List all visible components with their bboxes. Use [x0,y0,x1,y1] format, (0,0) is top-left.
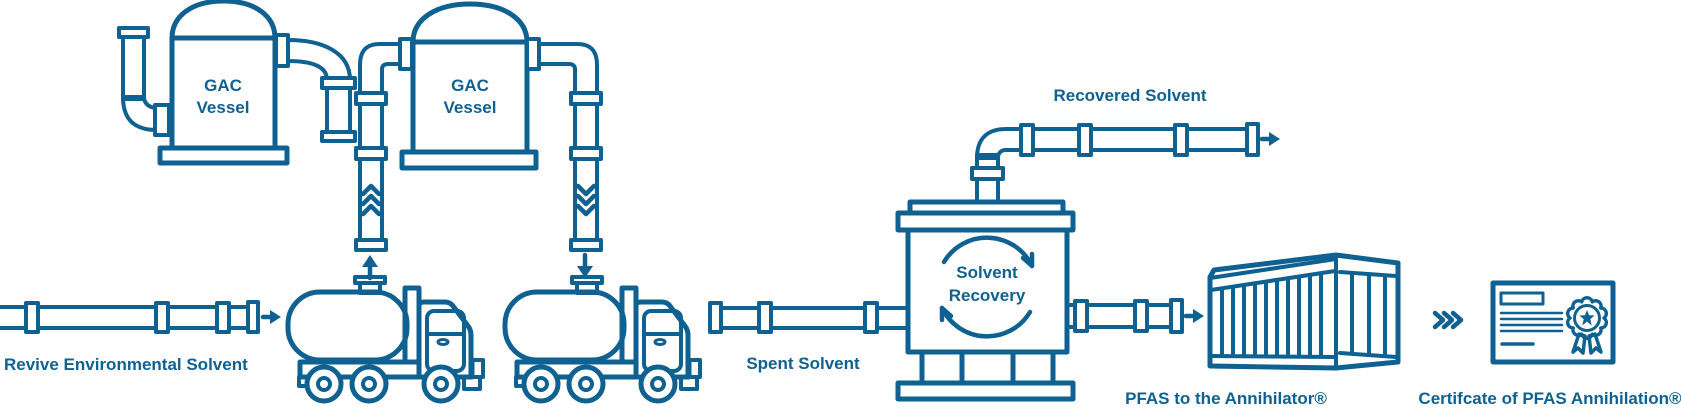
spent-solvent-pipe-icon [708,301,910,334]
vessel-2-right-pipe [525,37,603,252]
container-corrugations [1220,273,1387,357]
recovery-leg [1010,349,1056,386]
vessel-dome [410,1,530,45]
up-arrow-icon [362,255,378,281]
recovery-outlet-pipe [1065,298,1184,334]
pipe-flange [153,103,171,137]
pipe-flange [525,37,541,71]
gac-vessel-1-label-line2: Vessel [197,98,250,117]
recycle-arrow-head [1020,251,1035,269]
certificate-frame [1490,280,1616,365]
tanker-truck-2-icon [505,277,700,401]
down-chevrons-icon [575,183,597,217]
container-outline [1207,252,1401,371]
pfas-to-annihilator-label: PFAS to the Annihilator® [1125,389,1327,408]
pipe-flange [274,33,290,68]
vessel-1-right-pipe [274,33,357,143]
pipe-coupling [215,301,231,334]
recovery-lid-lower [895,210,1076,233]
pipe-flange [117,26,150,39]
pipe-coupling [569,91,603,106]
pipe-flange [1245,122,1260,157]
pipe-coupling [757,301,773,334]
arrow-head [577,266,593,278]
vessel-base [399,149,539,171]
arrow-head [362,255,378,267]
recovery-leg [919,349,965,386]
certificate-icon [1490,280,1616,365]
pipe-elbow [975,127,1251,160]
solvent-recovery-label-line2: Recovery [949,286,1026,305]
gac-vessel-2-icon: GAC Vessel [354,1,603,252]
pipe-coupling [1077,123,1093,157]
pipe-flange [1169,298,1184,334]
recycle-arc-top [941,235,1035,269]
pipe-coupling [970,166,1005,181]
pipe-body [719,306,910,330]
pipe-coupling [1133,299,1149,333]
container-side-rail-top [1338,270,1398,278]
recycle-arrow-head [939,305,954,323]
container-top-edge [1208,257,1338,280]
tanker-truck-1-icon [288,277,483,401]
pipe-coupling [863,301,879,334]
flow-arrow-icon [1183,309,1204,323]
gac-vessel-2-label-line2: Vessel [444,98,497,117]
arrow-head [1269,132,1280,146]
pipe-flange [320,130,357,143]
rosette-seal-icon [1565,296,1609,355]
spent-solvent-label: Spent Solvent [746,354,860,373]
certificate-label: Certifcate of PFAS Annihilation® [1418,389,1681,408]
arrow-head [270,310,281,324]
pipe-flange [246,300,260,334]
recycle-arrows-icon [939,235,1035,339]
pipe-flange [398,37,414,71]
feed-pipe-icon [0,300,260,334]
recycle-arc-bottom [939,305,1033,339]
pipe-coupling [24,301,40,334]
pipe-coupling [354,91,388,106]
gac-vessel-1-icon: GAC Vessel [117,0,357,166]
pipe-elbow [121,95,159,132]
seal-scallop [1565,296,1609,340]
pipe-flange [569,238,603,252]
vessel-body [410,39,530,155]
pipe-coupling [154,301,170,334]
triple-chevron-icon [1432,310,1464,330]
solvent-recovery-label-line1: Solvent [956,263,1018,282]
pipe-coupling [354,146,388,161]
arrow-head [1193,309,1204,323]
seal-star [1579,310,1595,326]
recovered-solvent-label: Recovered Solvent [1053,86,1206,105]
certificate-title-box [1499,291,1545,306]
revive-solvent-label: Revive Environmental Solvent [4,355,248,374]
vessel-dome [169,0,278,41]
recovery-body [905,227,1070,355]
pipe-body [121,33,146,101]
pipe-coupling [320,76,357,90]
pipe-coupling [1019,123,1035,157]
vessel-2-left-pipe [354,37,414,252]
gac-vessel-2-label-line1: GAC [451,76,489,95]
pipe-coupling [569,146,603,161]
pipe-coupling [1173,123,1189,157]
certificate-text-lines [1499,311,1564,333]
recovered-solvent-pipe-icon [970,122,1260,204]
recovery-base [895,380,1076,402]
flow-arrow-icon [1259,132,1280,146]
vessel-base [157,145,290,166]
container-front-rail-bottom [1209,354,1337,359]
shipping-container-icon [1207,252,1401,371]
pipe-flange [354,238,388,252]
pipe-coupling [1073,299,1089,333]
down-arrow-icon [577,252,593,278]
gac-vessel-1-label-line1: GAC [204,76,242,95]
seal-inner-circle [1573,304,1601,332]
vessel-1-left-pipe [117,26,171,137]
solvent-recovery-vessel-icon: Solvent Recovery [895,199,1204,402]
pipe-flange [708,301,723,334]
flow-arrow-icon [260,310,281,324]
up-chevrons-icon [360,183,382,217]
